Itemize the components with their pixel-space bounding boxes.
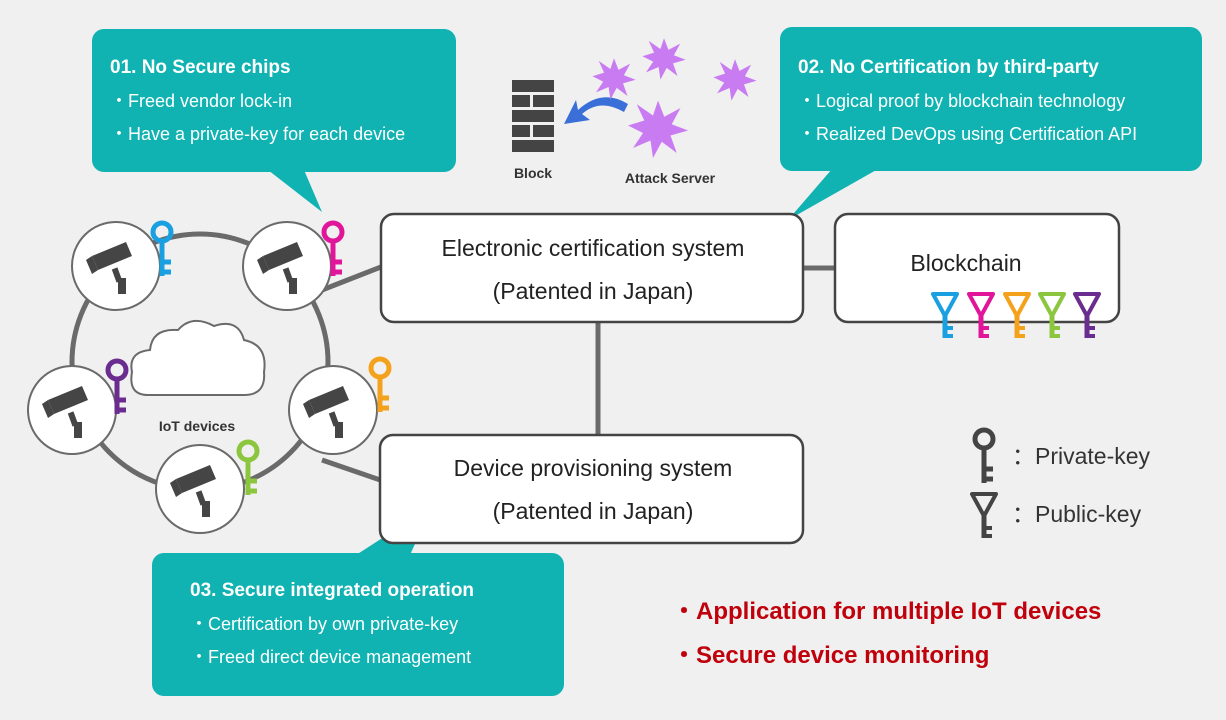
callout-02-title: 02. No Certification by third-party	[798, 57, 1099, 78]
iot-device[interactable]	[155, 442, 257, 534]
callout-03: 03. Secure integrated operation ・Certifi…	[152, 506, 564, 696]
callout-02-item: ・Logical proof by blockchain technology	[798, 91, 1125, 111]
highlight-item: ・Application for multiple IoT devices	[672, 598, 1101, 625]
public-key-legend-icon	[972, 494, 996, 538]
iot-device[interactable]	[27, 361, 126, 455]
legend: ：Private-key ：Public-key	[972, 430, 1151, 538]
callout-01: 01. No Secure chips ・Freed vendor lock-i…	[92, 29, 456, 212]
prov-system-note: (Patented in Japan)	[493, 498, 694, 524]
callout-02-item: ・Realized DevOps using Certification API	[798, 124, 1137, 144]
block-label: Block	[514, 165, 552, 181]
attack-burst-icon	[642, 38, 686, 80]
callout-01-item: ・Freed vendor lock-in	[110, 91, 292, 111]
blocked-arrow-icon	[564, 97, 628, 124]
attack-area: Block Attack Server	[512, 38, 757, 186]
attack-server-label: Attack Server	[625, 170, 716, 186]
highlights: ・Application for multiple IoT devices ・S…	[672, 598, 1101, 669]
callout-03-item: ・Certification by own private-key	[190, 614, 458, 634]
callout-01-title: 01. No Secure chips	[110, 57, 291, 78]
blockchain-box[interactable]: Blockchain	[833, 212, 1121, 338]
link-iot-to-cert	[321, 262, 387, 293]
legend-public-key: ：Public-key	[1012, 501, 1142, 527]
electronic-certification-system[interactable]: Electronic certification system (Patente…	[379, 212, 805, 324]
connector-lines	[321, 262, 836, 485]
attack-burst-icon	[592, 58, 636, 100]
device-provisioning-system[interactable]: Device provisioning system (Patented in …	[378, 433, 805, 545]
private-key-legend-icon	[975, 430, 993, 483]
iot-device-group: IoT devices	[27, 222, 389, 534]
highlight-item: ・Secure device monitoring	[672, 642, 989, 669]
cert-system-title: Electronic certification system	[442, 235, 745, 261]
iot-devices-label: IoT devices	[159, 418, 235, 434]
iot-device[interactable]	[71, 222, 171, 311]
blockchain-label: Blockchain	[910, 250, 1021, 276]
callout-01-item: ・Have a private-key for each device	[110, 124, 405, 144]
iot-device[interactable]	[242, 222, 342, 311]
callout-03-item: ・Freed direct device management	[190, 647, 471, 667]
callout-03-title: 03. Secure integrated operation	[190, 580, 474, 601]
callout-02: 02. No Certification by third-party ・Log…	[780, 27, 1202, 220]
link-iot-to-prov	[321, 457, 387, 485]
attack-burst-icon	[713, 59, 757, 101]
prov-system-title: Device provisioning system	[454, 455, 733, 481]
iot-device[interactable]	[288, 359, 389, 455]
legend-private-key: ：Private-key	[1012, 443, 1151, 469]
attack-burst-icon	[628, 100, 688, 158]
cert-system-note: (Patented in Japan)	[493, 278, 694, 304]
firewall-icon	[512, 80, 554, 152]
cloud-icon	[130, 319, 266, 396]
